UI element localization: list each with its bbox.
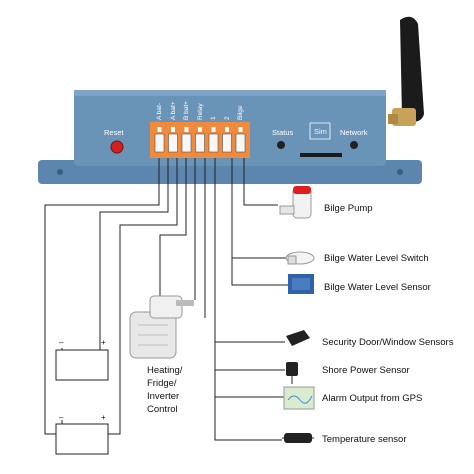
gps-map-icon <box>283 386 315 410</box>
battery-b-plus: + <box>101 413 106 422</box>
terminal-slot[interactable] <box>195 133 205 153</box>
temperature-sensor-icon <box>282 433 314 443</box>
terminal-slot[interactable] <box>181 133 192 153</box>
security-sensor-icon <box>286 330 310 346</box>
network-led-icon <box>350 141 358 149</box>
terminal-lever[interactable] <box>198 127 202 132</box>
terminal-lever[interactable] <box>238 127 243 132</box>
sim-slot[interactable] <box>300 153 342 157</box>
wiring <box>44 158 288 441</box>
sim-box <box>309 122 331 140</box>
terminal-slot[interactable] <box>168 133 178 153</box>
terminal-lever[interactable] <box>171 127 175 132</box>
terminal-header: A bat+ <box>169 101 177 120</box>
heater-line-2: Fridge/ <box>147 378 177 389</box>
reset-label: Reset <box>104 128 124 137</box>
shore-power-label: Shore Power Sensor <box>322 365 410 376</box>
terminal-slot[interactable] <box>222 133 232 153</box>
heater-label: Heating/ Fridge/ Inverter Control <box>147 364 182 416</box>
terminal-header: 2 <box>223 116 231 120</box>
heater-line-1: Heating/ <box>147 365 183 376</box>
terminal-lever[interactable] <box>211 127 216 132</box>
bilge-switch-label: Bilge Water Level Switch <box>324 253 429 264</box>
bilge-sensor-label: Bilge Water Level Sensor <box>324 282 431 293</box>
heater-line-3: Inverter <box>147 391 180 402</box>
reset-button[interactable] <box>110 140 124 154</box>
terminal-lever[interactable] <box>225 127 229 132</box>
bilge-pump-icon <box>279 186 312 219</box>
antenna-icon <box>388 16 424 126</box>
security-sensor-label: Security Door/Window Sensors <box>322 337 454 348</box>
battery-a-plus: + <box>101 338 106 347</box>
terminal-slot[interactable] <box>235 133 246 153</box>
terminal-lever[interactable] <box>157 127 162 132</box>
status-led-icon <box>277 141 285 149</box>
terminal-slot[interactable] <box>208 133 219 153</box>
bilge-sensor-icon <box>288 274 314 294</box>
temperature-sensor-label: Temperature sensor <box>322 434 407 445</box>
terminal-slot[interactable] <box>154 133 165 153</box>
battery-a <box>55 349 109 381</box>
sim-label: Sim <box>314 127 327 136</box>
bilge-switch-icon <box>285 251 315 265</box>
battery-b <box>55 423 109 455</box>
battery-a-minus: – <box>59 338 64 347</box>
alarm-output-label: Alarm Output from GPS <box>322 393 423 404</box>
heater-line-4: Control <box>147 404 178 415</box>
terminal-header: A bat- <box>156 103 163 120</box>
heater-icon <box>129 295 194 359</box>
terminal-header: 1 <box>210 116 217 120</box>
network-label: Network <box>340 128 368 137</box>
terminal-block <box>150 122 250 158</box>
shore-power-icon <box>286 362 298 384</box>
status-label: Status <box>272 128 294 137</box>
terminal-header: Bilge <box>237 105 244 120</box>
battery-b-minus: – <box>59 413 64 422</box>
terminal-header: B bat+ <box>183 101 190 120</box>
terminal-lever[interactable] <box>184 127 189 132</box>
bilge-pump-label: Bilge Pump <box>324 203 373 214</box>
terminal-header: Relay <box>196 103 204 120</box>
